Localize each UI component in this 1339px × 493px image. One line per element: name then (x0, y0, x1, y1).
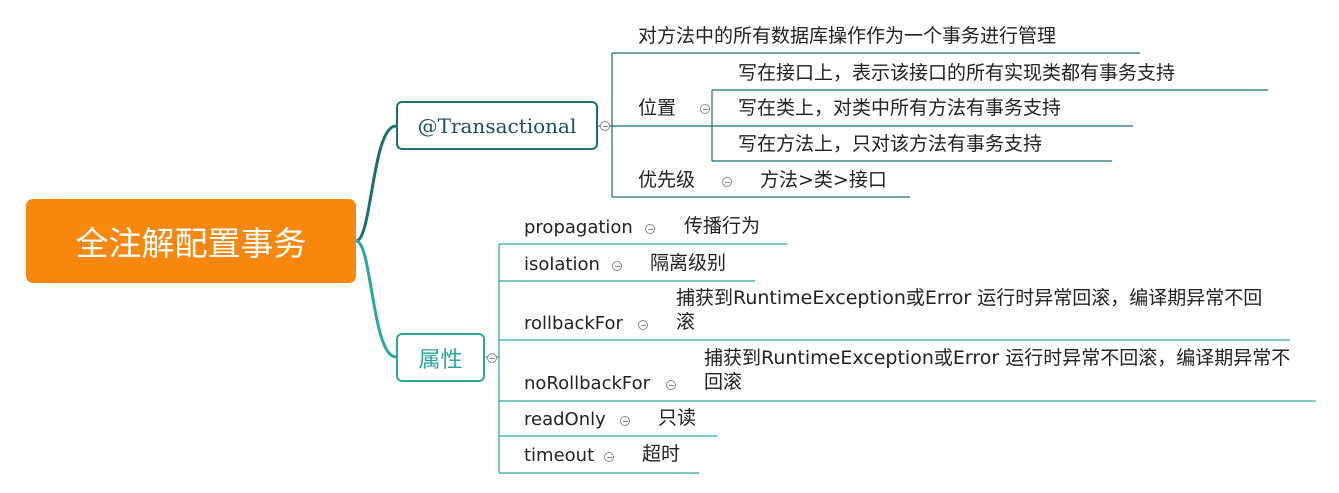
collapse-isolation-icon[interactable] (612, 261, 622, 271)
collapse-rollbackfor-icon[interactable] (638, 320, 648, 330)
position-item-interface[interactable]: 写在接口上，表示该接口的所有实现类都有事务支持 (738, 62, 1176, 84)
topic-manage[interactable]: 对方法中的所有数据库操作作为一个事务进行管理 (638, 25, 1057, 47)
attr-name-norollbackfor[interactable]: noRollbackFor (524, 373, 651, 394)
attr-name-rollbackfor[interactable]: rollbackFor (524, 313, 623, 334)
collapse-propagation-icon[interactable] (645, 224, 655, 234)
collapse-norollbackfor-icon[interactable] (666, 380, 676, 390)
attr-name-propagation[interactable]: propagation (524, 217, 633, 238)
collapse-priority-icon[interactable] (722, 177, 732, 187)
priority-value[interactable]: 方法>类>接口 (760, 169, 887, 191)
topic-priority[interactable]: 优先级 (638, 169, 696, 191)
collapse-position-icon[interactable] (700, 104, 710, 114)
attr-desc-rollbackfor[interactable]: 捕获到RuntimeException或Error 运行时异常回滚，编译期异常不… (676, 287, 1263, 333)
branch-transactional[interactable]: @Transactional (396, 101, 598, 150)
root-topic-label: 全注解配置事务 (75, 224, 307, 263)
connector-root-transactional (355, 124, 397, 243)
attr-desc-isolation[interactable]: 隔离级别 (650, 252, 727, 274)
attr-desc-propagation[interactable]: 传播行为 (684, 215, 761, 237)
attr-desc-norollbackfor[interactable]: 捕获到RuntimeException或Error 运行时异常不回滚，编译期异常… (704, 347, 1291, 393)
collapse-attributes-icon[interactable] (487, 353, 497, 363)
branch-attributes-label: 属性 (418, 347, 463, 373)
attr-name-timeout[interactable]: timeout (524, 445, 595, 466)
collapse-readonly-icon[interactable] (620, 416, 630, 426)
position-item-class[interactable]: 写在类上，对类中所有方法有事务支持 (738, 97, 1062, 119)
attr-name-readonly[interactable]: readOnly (524, 409, 606, 430)
topic-position[interactable]: 位置 (638, 97, 677, 119)
collapse-transactional-icon[interactable] (600, 121, 610, 131)
attr-name-isolation[interactable]: isolation (524, 254, 600, 275)
position-item-method[interactable]: 写在方法上，只对该方法有事务支持 (738, 133, 1043, 155)
attr-desc-timeout[interactable]: 超时 (642, 443, 681, 465)
collapse-timeout-icon[interactable] (604, 452, 614, 462)
attr-desc-readonly[interactable]: 只读 (658, 407, 697, 429)
connector-root-attributes (355, 239, 397, 359)
branch-transactional-label: @Transactional (417, 113, 577, 138)
branch-attributes[interactable]: 属性 (396, 333, 485, 382)
root-topic[interactable]: 全注解配置事务 (26, 199, 356, 283)
